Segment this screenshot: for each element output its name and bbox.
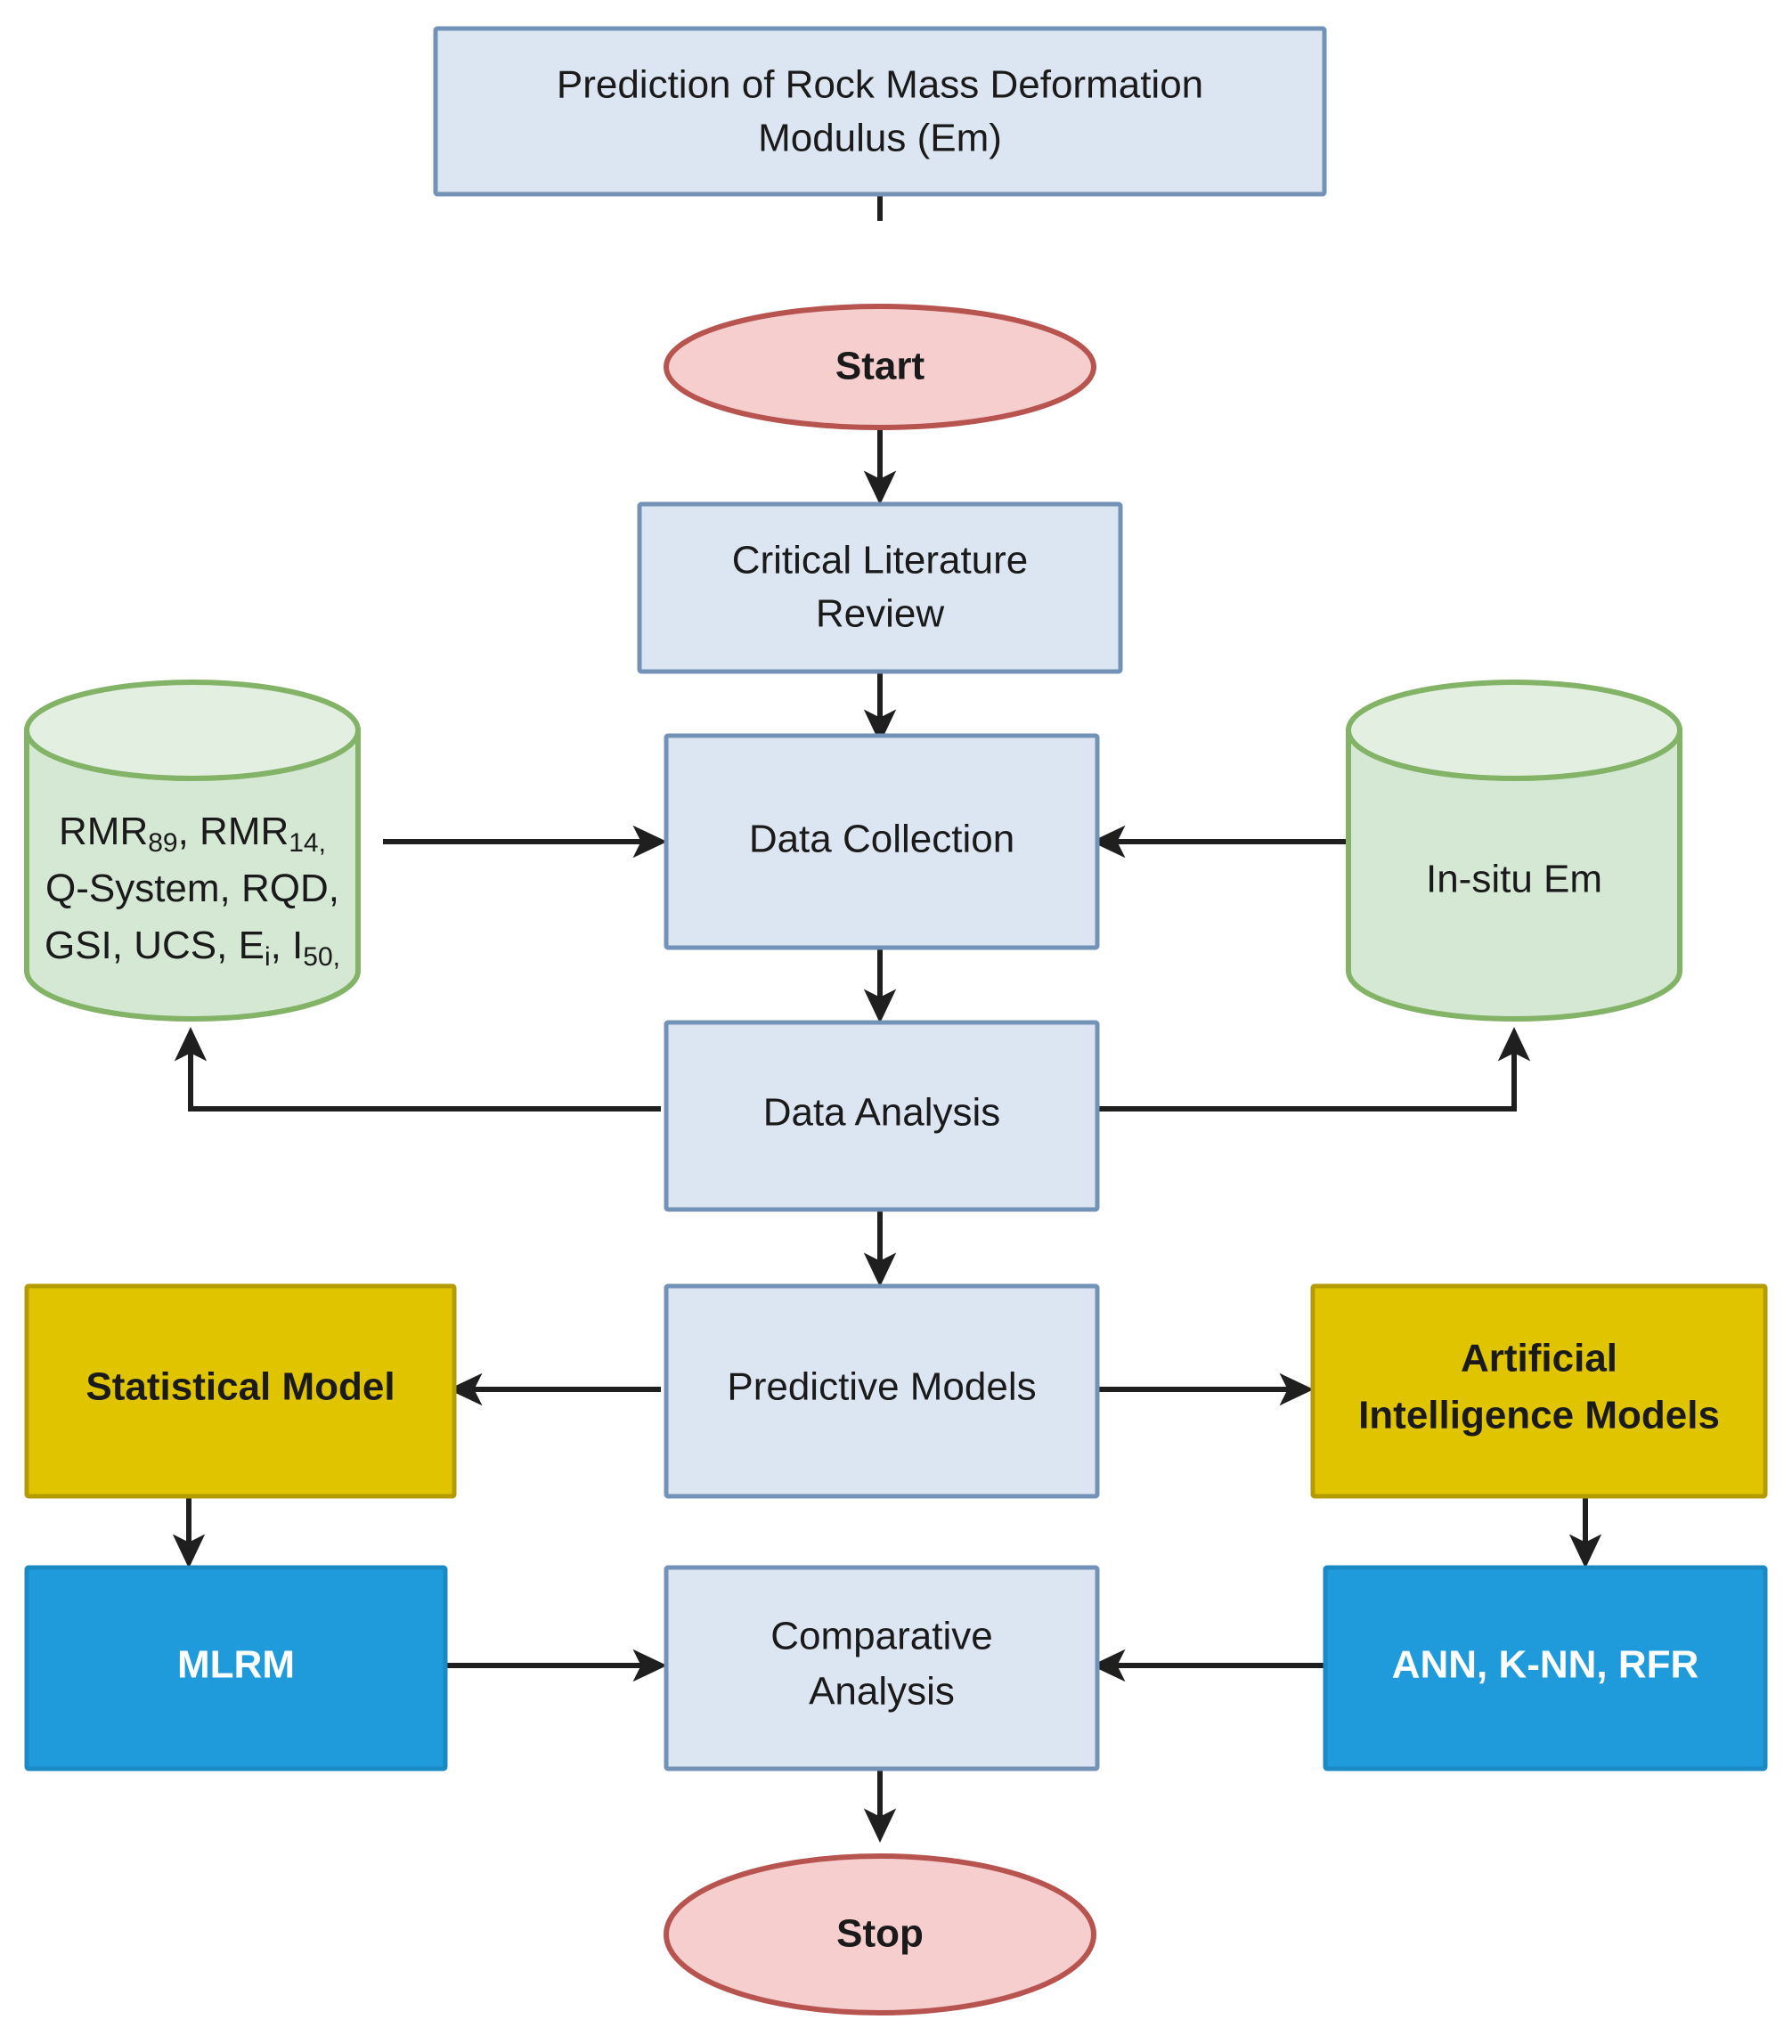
- in-situ-em-store[interactable]: In-situ Em: [1346, 680, 1682, 1022]
- artificial-intelligence-models-line-2: Intelligence Models: [1358, 1394, 1720, 1437]
- predictive-models-node[interactable]: Predictive Models: [664, 1283, 1100, 1499]
- title-box-line-1: Prediction of Rock Mass Deformation: [557, 63, 1203, 107]
- predictive-models-label: Predictive Models: [727, 1365, 1036, 1409]
- mlrm-node[interactable]: MLRM: [24, 1565, 448, 1771]
- statistical-model-label: Statistical Model: [86, 1365, 395, 1409]
- critical-literature-review-line-2: Review: [816, 592, 944, 636]
- comparative-analysis-line-2: Analysis: [809, 1670, 955, 1714]
- input-parameters-line-2: Q-System, RQD,: [45, 867, 339, 910]
- title-box[interactable]: Prediction of Rock Mass Deformation Modu…: [433, 26, 1327, 197]
- mlrm-label: MLRM: [177, 1643, 295, 1687]
- start-label: Start: [835, 345, 925, 388]
- start-terminator[interactable]: Start: [664, 304, 1096, 430]
- stop-terminator[interactable]: Stop: [664, 1853, 1096, 2015]
- comparative-analysis-node[interactable]: Comparative Analysis: [664, 1565, 1100, 1771]
- statistical-model-node[interactable]: Statistical Model: [24, 1283, 457, 1499]
- artificial-intelligence-models-node[interactable]: Artificial Intelligence Models: [1310, 1283, 1768, 1499]
- ann-knn-rfr-label: ANN, K-NN, RFR: [1392, 1643, 1699, 1687]
- title-box-line-2: Modulus (Em): [758, 117, 1002, 160]
- input-parameters-line-1: RMR89, RMR14,: [59, 810, 326, 858]
- edge-layer: [172, 194, 1602, 1843]
- critical-literature-review-line-1: Critical Literature: [732, 539, 1029, 582]
- critical-literature-review-node[interactable]: Critical Literature Review: [637, 501, 1123, 674]
- input-parameters-line-3: GSI, UCS, Ei, I50,: [45, 924, 340, 972]
- data-analysis-node[interactable]: Data Analysis: [664, 1020, 1100, 1212]
- input-parameters-store[interactable]: RMR89, RMR14, Q-System, RQD, GSI, UCS, E…: [24, 680, 361, 1022]
- in-situ-em-label: In-situ Em: [1426, 858, 1602, 901]
- ann-knn-rfr-node[interactable]: ANN, K-NN, RFR: [1323, 1565, 1768, 1771]
- data-collection-node[interactable]: Data Collection: [664, 733, 1100, 950]
- comparative-analysis-line-1: Comparative: [770, 1615, 992, 1658]
- artificial-intelligence-models-line-1: Artificial: [1461, 1337, 1617, 1380]
- edge-analysis-to-insitu: [1097, 1027, 1531, 1112]
- data-analysis-label: Data Analysis: [763, 1091, 1001, 1135]
- edge-analysis-to-inputs: [174, 1027, 661, 1112]
- stop-label: Stop: [836, 1912, 924, 1956]
- data-collection-label: Data Collection: [749, 818, 1014, 861]
